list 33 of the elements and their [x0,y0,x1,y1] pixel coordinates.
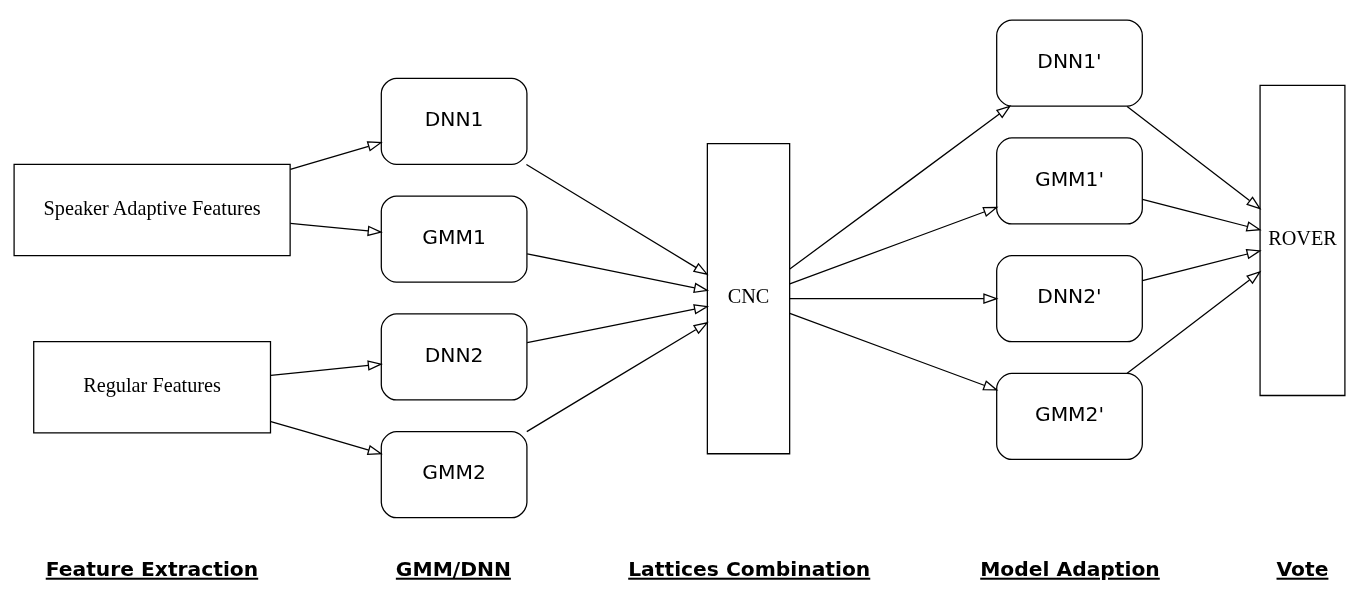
arrow [789,312,999,391]
label: GMM/DNN [395,556,511,581]
arrow [289,140,383,170]
label: Vote [1276,556,1329,581]
node-box: DNN2' [996,254,1143,342]
arrow [1141,198,1262,232]
node-box: Regular Features [33,340,272,433]
node-box: Speaker Adaptive Features [13,163,291,256]
label: Feature Extraction [45,556,259,581]
arrow [526,321,709,432]
node-box: DNN1' [996,18,1143,107]
label: Model Adaption [980,556,1160,581]
arrow [1126,270,1262,374]
node-box: GMM1' [996,136,1143,225]
node-box: DNN2 [380,312,528,401]
node-box: GMM2' [996,372,1143,460]
arrow [270,359,383,376]
arrow [1126,105,1262,210]
label: Lattices Combination [628,556,871,581]
node-box: DNN1 [380,77,528,165]
arrow [789,104,1012,270]
node-box: CNC [706,142,791,454]
arrow [525,163,709,275]
arrow [789,206,999,284]
node-box: ROVER [1259,84,1346,396]
node-box: GMM1 [380,194,528,283]
arrow [289,222,383,236]
node-box: GMM2 [380,430,528,518]
arrow [526,252,710,293]
arrow [526,303,710,343]
arrow [789,292,999,304]
arrow [1141,248,1262,281]
arrow [270,420,383,455]
